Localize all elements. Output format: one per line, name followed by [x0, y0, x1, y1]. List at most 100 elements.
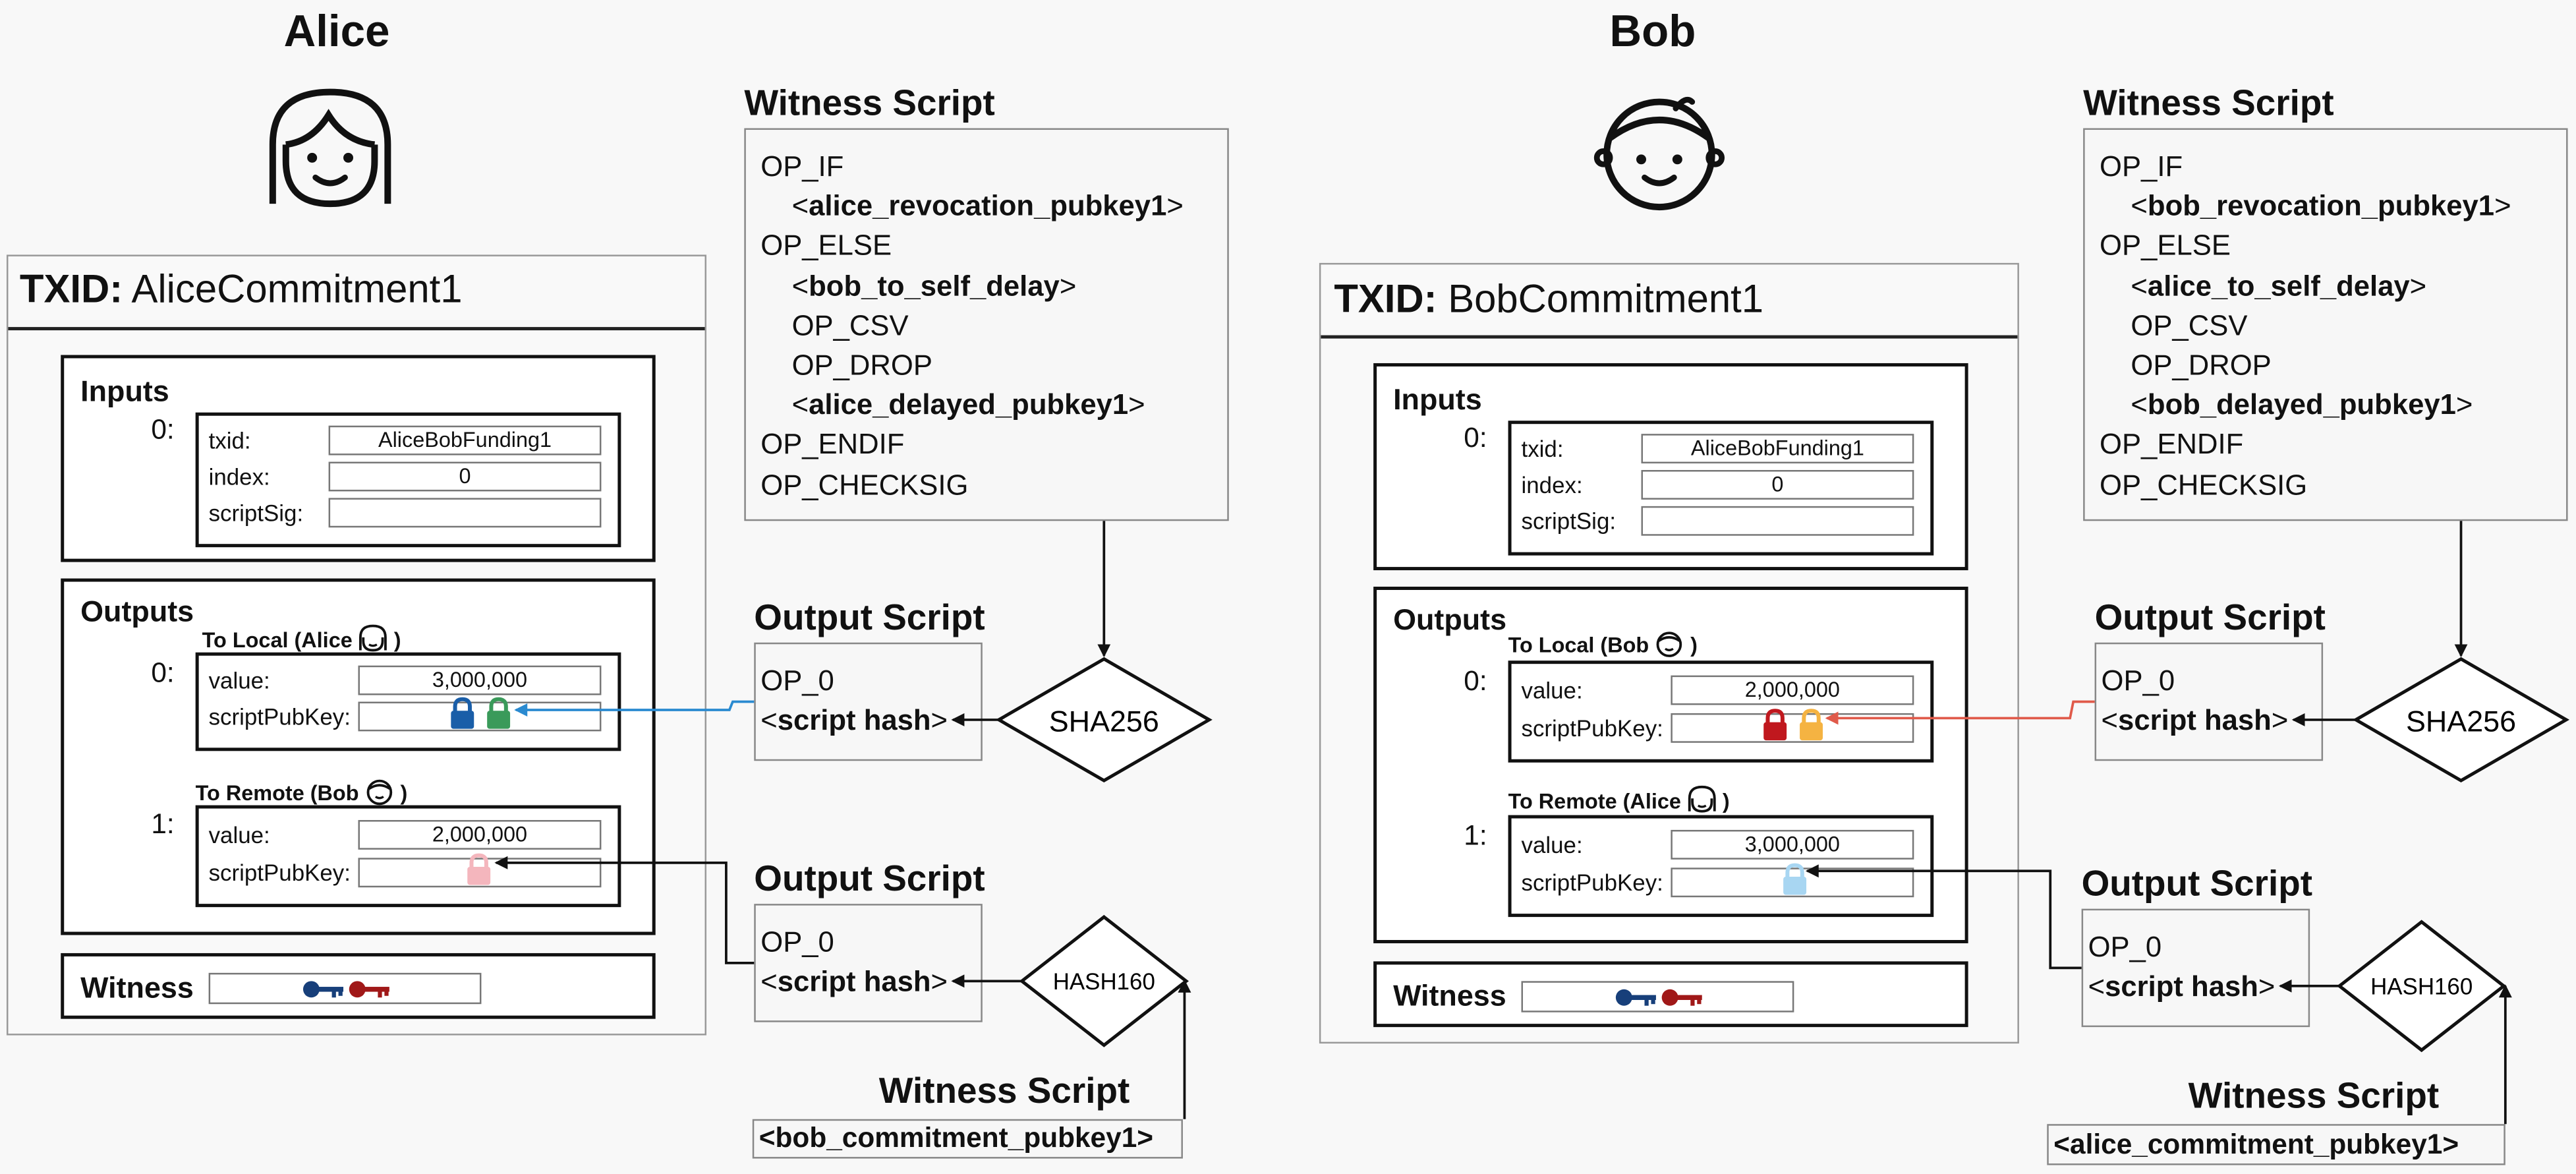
inputs-section: Inputs 0: txid: AliceBobFunding1 index: …	[61, 355, 656, 562]
txid-header: TXID: BobCommitment1	[1334, 278, 1763, 324]
ws-line: OP_ELSE	[760, 229, 892, 262]
to-local-label: To Local (Alice )	[202, 624, 401, 653]
alice-mini-avatar-icon	[359, 624, 387, 652]
to-local-label: To Local (Bob )	[1508, 630, 1698, 657]
sha256-label: SHA256	[1049, 704, 1159, 738]
ws-line: <bob_delayed_pubkey1>	[2131, 388, 2473, 421]
ws-line: OP_DROP	[791, 348, 932, 382]
ws-line: OP_CSV	[2131, 308, 2248, 342]
bob-avatar-icon	[1593, 96, 1725, 211]
lock-icon	[1783, 863, 1807, 895]
inputs-section: Inputs 0: txid: AliceBobFunding1 index: …	[1373, 363, 1968, 571]
os-hash: script hash	[777, 703, 931, 736]
scriptpubkey-label: scriptPubKey:	[1521, 869, 1663, 896]
output-script-title: Output Script	[2081, 862, 2313, 904]
ws-line: OP_CHECKSIG	[2100, 467, 2308, 501]
value-field: 3,000,000	[1671, 829, 1914, 860]
alice-transaction: TXID: AliceCommitment1 Inputs 0: txid: A…	[6, 254, 706, 1036]
ws-line: <alice_delayed_pubkey1>	[791, 388, 1145, 421]
os-line: <script hash>	[2101, 703, 2289, 736]
scriptpubkey-label: scriptPubKey:	[1521, 715, 1663, 742]
output-0: value: 3,000,000 scriptPubKey:	[195, 652, 621, 751]
output-index: 0:	[151, 657, 175, 689]
to-remote-label: To Remote (Alice )	[1508, 785, 1730, 814]
ws-line: OP_ELSE	[2100, 229, 2231, 262]
alice-witness-script-box: OP_IF <alice_revocation_pubkey1> OP_ELSE…	[744, 128, 1229, 521]
arrow	[1825, 700, 2095, 725]
sha256-diamond: SHA256	[2352, 657, 2570, 783]
txid-field: AliceBobFunding1	[1641, 434, 1914, 464]
txid-header: TXID: AliceCommitment1	[20, 268, 463, 314]
to-remote-close: )	[400, 780, 408, 806]
input-0: txid: AliceBobFunding1 index: 0 scriptSi…	[195, 412, 621, 548]
scriptpubkey-label: scriptPubKey:	[208, 859, 351, 886]
txid-field-label: txid:	[1521, 435, 1564, 462]
scriptsig-field-label: scriptSig:	[1521, 508, 1617, 535]
bob-witness-script-2: <alice_commitment_pubkey1>	[2047, 1124, 2505, 1165]
sha256-label: SHA256	[2406, 704, 2516, 738]
ws-key: bob_to_self_delay	[809, 268, 1060, 302]
ws2-key: bob_commitment_pubkey1	[775, 1122, 1137, 1154]
value-field: 3,000,000	[358, 665, 602, 695]
witness-script-title: Witness Script	[878, 1069, 1130, 1111]
witness-field	[208, 972, 482, 1005]
scriptsig-field	[328, 498, 602, 528]
txid-field-label: txid:	[208, 427, 251, 454]
bob-witness-script-box: OP_IF <bob_revocation_pubkey1> OP_ELSE <…	[2083, 128, 2568, 521]
hash160-label: HASH160	[2370, 974, 2473, 999]
os-line: OP_0	[760, 664, 834, 697]
ws-line: <bob_to_self_delay>	[791, 268, 1077, 302]
ws-line: <alice_revocation_pubkey1>	[791, 189, 1184, 223]
ws-key: alice_delayed_pubkey1	[809, 388, 1129, 421]
witness-section: Witness	[1373, 961, 1968, 1028]
to-remote-label: To Remote (Bob )	[196, 777, 408, 806]
value-field: 2,000,000	[358, 820, 602, 850]
ws-line: OP_CSV	[791, 308, 909, 342]
scriptsig-field-label: scriptSig:	[208, 499, 304, 526]
index-field: 0	[328, 461, 602, 492]
outputs-section: Outputs To Local (Bob ) 0: value: 2,000,…	[1373, 587, 1968, 943]
bob-witness-script-title: Witness Script	[2083, 82, 2334, 123]
alice-output-script-1: OP_0 <script hash>	[754, 642, 983, 761]
scriptsig-field	[1641, 506, 1914, 536]
txid-label: TXID:	[19, 268, 123, 312]
value-label: value:	[208, 821, 270, 848]
arrow	[1805, 864, 2082, 970]
value-label: value:	[1521, 677, 1583, 704]
key-icon	[349, 981, 389, 998]
to-remote-text: To Remote (Alice	[1508, 788, 1681, 814]
output-script-title: Output Script	[754, 596, 985, 638]
os-line: OP_0	[2088, 930, 2162, 963]
os-hash: script hash	[2105, 969, 2258, 1003]
divider	[8, 327, 705, 331]
hash160-diamond: HASH160	[1019, 914, 1189, 1047]
outputs-label: Outputs	[1393, 602, 1507, 636]
scriptpubkey-field	[1671, 863, 1914, 898]
index-field-label: index:	[1521, 471, 1583, 498]
ws2-key: alice_commitment_pubkey1	[2070, 1129, 2443, 1161]
output-index: 0:	[1464, 665, 1487, 697]
bob-output-script-2: OP_0 <script hash>	[2081, 908, 2310, 1028]
txid-value: AliceCommitment1	[131, 268, 463, 312]
output-1: value: 3,000,000 scriptPubKey:	[1508, 815, 1934, 918]
value-field: 2,000,000	[1671, 675, 1914, 705]
ws-key: bob_delayed_pubkey1	[2147, 388, 2456, 421]
lock-icon	[467, 853, 491, 885]
witness-section: Witness	[61, 953, 656, 1019]
os-hash: script hash	[2118, 703, 2272, 736]
witness-label: Witness	[1393, 979, 1506, 1013]
output-script-title: Output Script	[754, 858, 985, 899]
ws-key: alice_revocation_pubkey1	[809, 189, 1167, 223]
alice-witness-script-2: <bob_commitment_pubkey1>	[752, 1119, 1183, 1159]
ws-line: OP_CHECKSIG	[760, 467, 969, 501]
hash160-label: HASH160	[1053, 969, 1155, 995]
index-field-label: index:	[208, 463, 270, 490]
witness-field	[1521, 981, 1794, 1013]
output-index: 1:	[1464, 820, 1487, 852]
divider	[1321, 335, 2018, 339]
os-line: <script hash>	[760, 703, 948, 736]
output-1: value: 2,000,000 scriptPubKey:	[195, 805, 621, 908]
ws-line: OP_IF	[2100, 149, 2183, 183]
lock-icon	[1763, 709, 1787, 741]
